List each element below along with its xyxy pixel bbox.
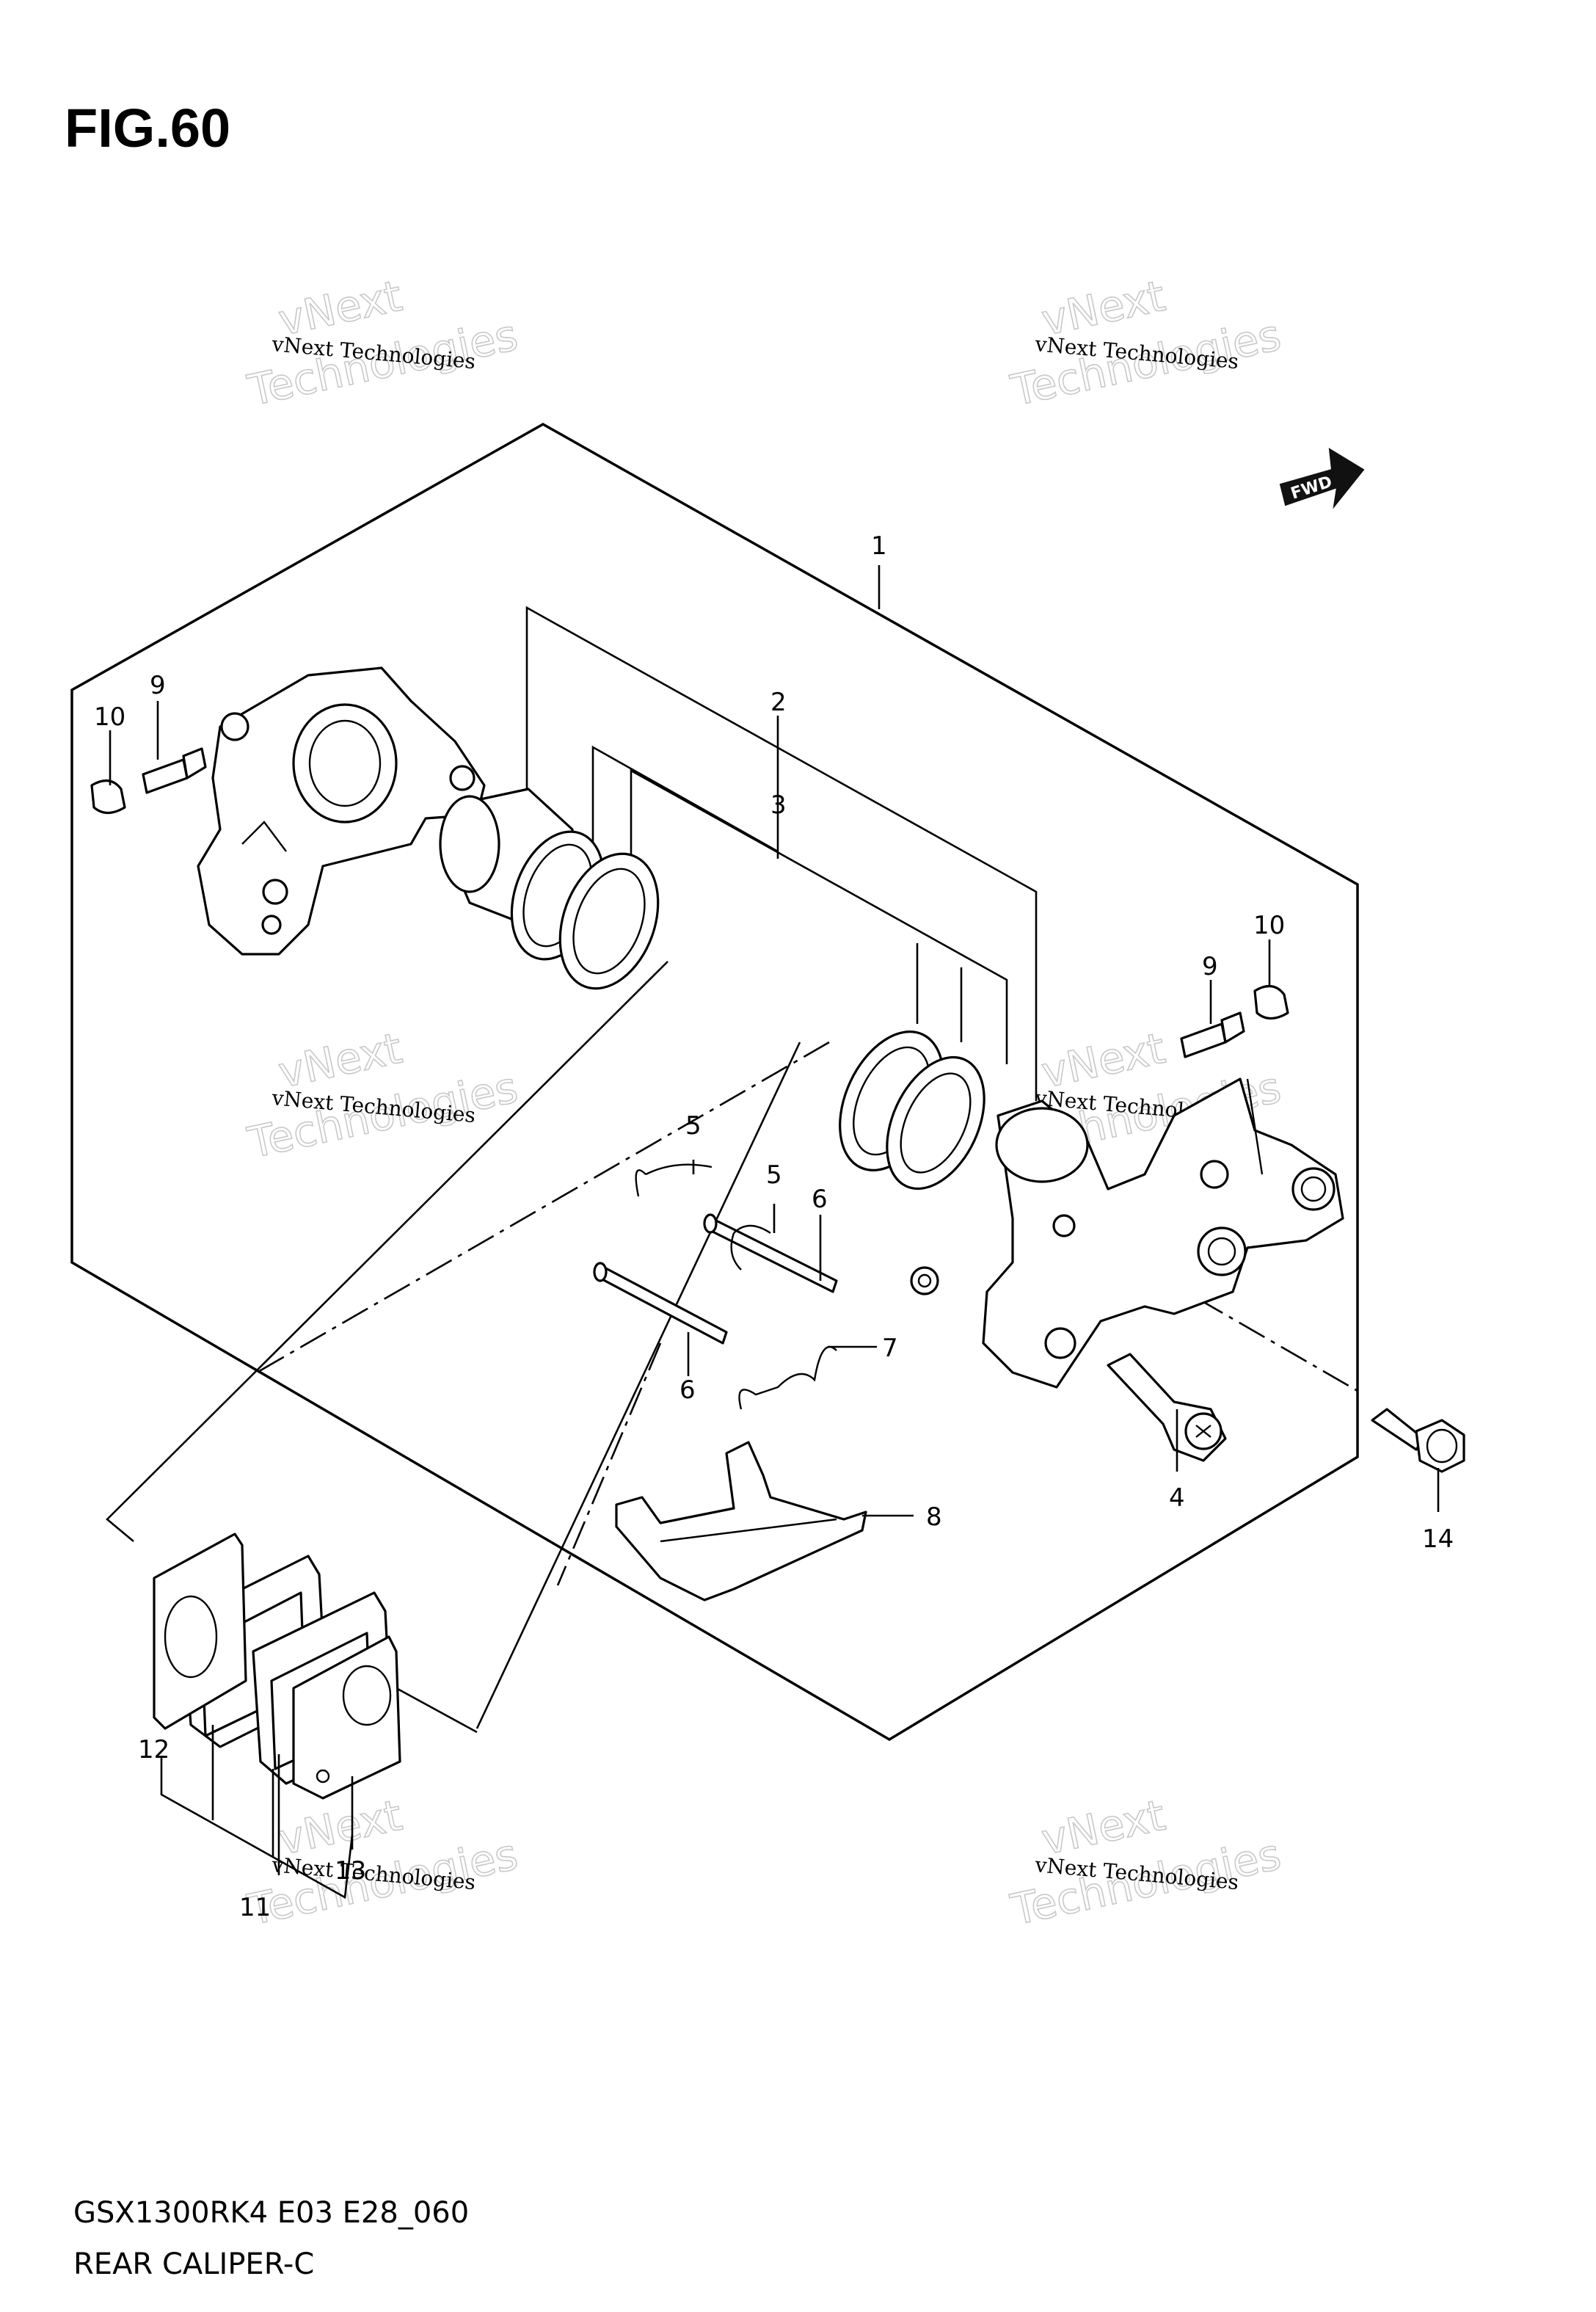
watermark-bottom-left: vNext Technologies <box>243 1789 522 1935</box>
callout-9b: 9 <box>1202 952 1218 981</box>
dust-seal-left <box>558 852 660 990</box>
pin-clip-upper <box>635 1163 713 1197</box>
pad-shim-left <box>153 1533 247 1730</box>
caliper-body-left <box>197 666 486 956</box>
pad-pin-upper <box>703 1213 838 1293</box>
watermark-mid-left: vNext Technologies <box>243 1022 522 1168</box>
callout-14: 14 <box>1422 1524 1454 1554</box>
washer <box>910 1266 939 1295</box>
caliper-body-right <box>982 1077 1344 1389</box>
callout-11: 11 <box>239 1893 271 1922</box>
callout-5a: 5 <box>685 1111 702 1141</box>
caliper-mount-bolt <box>1107 1353 1227 1462</box>
callout-12: 12 <box>138 1735 170 1764</box>
diagram-caption: REAR CALIPER-C <box>73 2247 314 2281</box>
callout-13: 13 <box>335 1856 366 1886</box>
watermark-big-1: vNext <box>274 1790 407 1865</box>
callout-5b: 5 <box>766 1160 782 1190</box>
model-code: GSX1300RK4 E03 E28_060 <box>73 2196 469 2230</box>
callout-9a: 9 <box>150 671 166 700</box>
alignment-line <box>256 1041 830 1374</box>
pad-retainer-plate <box>615 1441 867 1602</box>
watermark-bottom-right: vNext Technologies <box>1006 1789 1286 1935</box>
callout-2: 2 <box>770 688 787 717</box>
watermark-big-1: vNext <box>1038 1790 1170 1865</box>
callout-10b: 10 <box>1253 911 1285 940</box>
figure-title: FIG.60 <box>65 98 230 159</box>
callout-7: 7 <box>882 1334 898 1363</box>
callout-3: 3 <box>770 790 787 820</box>
watermark-big-1: vNext <box>1038 1023 1170 1098</box>
seal-kit-bracket-inner <box>630 768 1008 1064</box>
bleeder-valve-left <box>142 747 207 794</box>
bleeder-cap-right <box>1253 985 1289 1020</box>
washer-hole <box>917 1273 932 1288</box>
callout-10a: 10 <box>94 702 125 732</box>
watermark-big-1: vNext <box>274 1023 407 1098</box>
pin-clip-lower <box>730 1224 771 1270</box>
pad-pin-lower <box>593 1262 728 1345</box>
pad-group-outline <box>106 961 668 1542</box>
seal-kit-bracket-middle <box>591 745 779 853</box>
pad-group-outline <box>396 1687 478 1734</box>
pad-shim-right <box>292 1635 401 1800</box>
callout-1: 1 <box>871 531 887 561</box>
flange-bolt <box>1371 1408 1465 1473</box>
callout-4: 4 <box>1169 1483 1185 1513</box>
pad-group-outline-right <box>475 1042 801 1729</box>
callout-8: 8 <box>926 1502 942 1532</box>
pad-spring <box>738 1345 837 1410</box>
seal-kit-bracket-outer <box>525 606 1038 1101</box>
fwd-arrow-icon: FWD <box>1279 448 1365 509</box>
callout-6a: 6 <box>812 1185 828 1214</box>
bleeder-cap-left <box>90 779 126 815</box>
alignment-line <box>556 1342 662 1586</box>
bleeder-valve-right <box>1180 1011 1245 1058</box>
pad-callout-bracket <box>160 1758 354 1900</box>
piston-seal-right <box>886 1055 985 1190</box>
callout-6b: 6 <box>679 1375 696 1405</box>
assembly-frame <box>70 422 1359 1742</box>
